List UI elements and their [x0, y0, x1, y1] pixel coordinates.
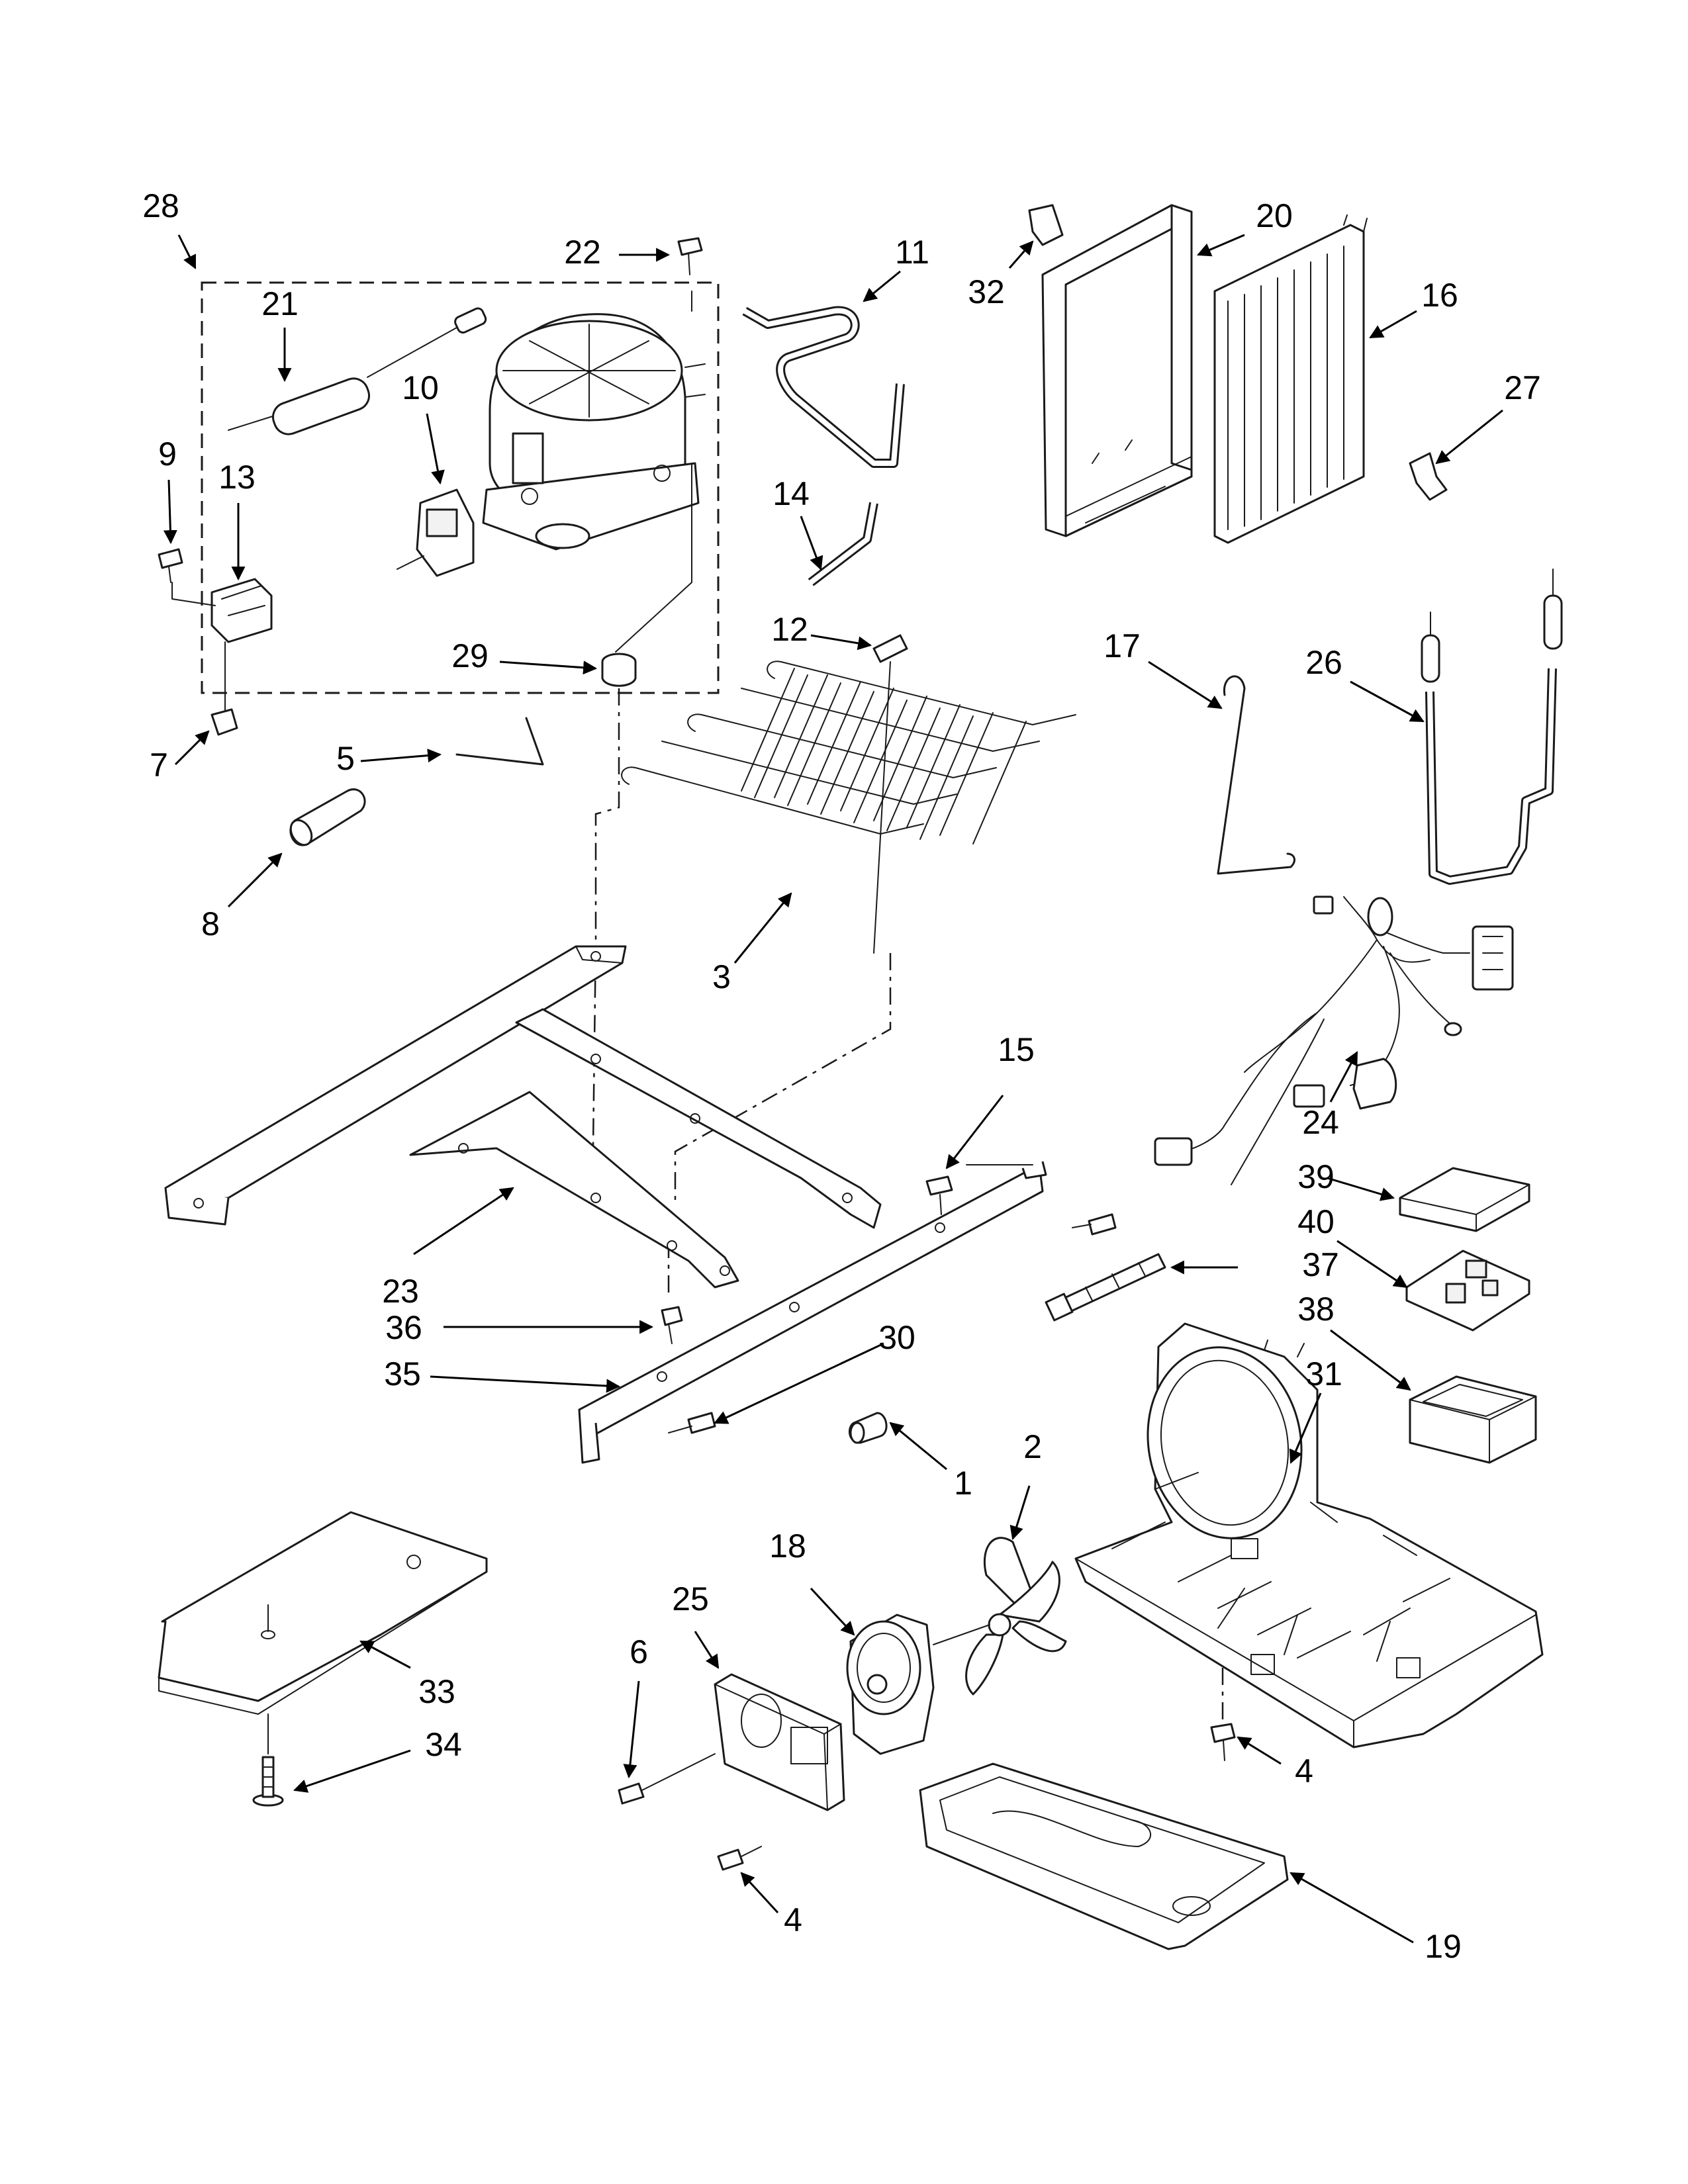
callout-16: 16 — [1421, 277, 1458, 314]
wire-harness[interactable] — [1154, 895, 1514, 1185]
tube-clip[interactable] — [1409, 452, 1448, 501]
mounting-screw[interactable] — [677, 237, 703, 275]
callout-18: 18 — [769, 1527, 806, 1565]
evaporator-clip[interactable] — [872, 634, 908, 663]
callout-3: 3 — [712, 958, 731, 995]
callout-11: 11 — [895, 234, 929, 271]
fan-blade[interactable] — [965, 1537, 1067, 1696]
callout-32: 32 — [968, 273, 1005, 310]
frame-screw[interactable] — [661, 1306, 683, 1344]
fan-motor[interactable] — [846, 1614, 990, 1755]
cable-tie[interactable] — [1045, 1253, 1166, 1322]
discharge-tube[interactable] — [742, 306, 905, 468]
terminal-cap[interactable] — [211, 708, 238, 736]
callout-9: 9 — [158, 435, 177, 473]
evaporator-coil[interactable] — [621, 660, 1076, 954]
screw[interactable] — [158, 548, 183, 583]
callout-8: 8 — [201, 905, 220, 942]
callout-25: 25 — [672, 1580, 709, 1617]
front-rail-screw-right[interactable] — [1072, 1213, 1117, 1236]
rail-screw[interactable] — [925, 1175, 953, 1215]
callout-14: 14 — [773, 475, 810, 512]
callout-23: 23 — [382, 1273, 419, 1310]
callout-29: 29 — [451, 637, 489, 674]
drain-pan[interactable] — [919, 1762, 1289, 1950]
callout-7: 7 — [150, 747, 168, 784]
callout-2: 2 — [1023, 1428, 1042, 1465]
callout-10: 10 — [402, 369, 439, 406]
foam-sleeve[interactable] — [287, 788, 366, 849]
callout-22: 22 — [564, 234, 601, 271]
callout-39: 39 — [1297, 1158, 1335, 1195]
callout-5: 5 — [336, 740, 355, 777]
overload-protector[interactable] — [171, 578, 273, 712]
condenser-shroud[interactable] — [1041, 204, 1193, 537]
leader-arrows — [163, 234, 1503, 1944]
insulation-pad[interactable] — [158, 1511, 488, 1754]
callout-27: 27 — [1504, 369, 1541, 406]
wire-clip[interactable] — [455, 717, 544, 766]
compressor[interactable] — [482, 291, 706, 551]
callout-35: 35 — [384, 1355, 421, 1392]
start-relay[interactable] — [397, 488, 475, 577]
callout-12: 12 — [771, 611, 808, 648]
leveling-foot[interactable] — [252, 1756, 284, 1807]
callout-21: 21 — [261, 285, 299, 322]
callout-4-base: 4 — [1295, 1752, 1313, 1790]
callout-37: 37 — [1302, 1246, 1339, 1283]
callout-13: 13 — [218, 459, 256, 496]
control-board[interactable] — [1405, 1250, 1530, 1332]
callout-31: 31 — [1305, 1355, 1342, 1392]
callout-19: 19 — [1425, 1928, 1462, 1965]
callout-36: 36 — [385, 1309, 422, 1346]
callout-1: 1 — [954, 1465, 972, 1502]
fan-bushing[interactable] — [848, 1412, 888, 1444]
compressor-assembly-group-outline — [201, 281, 720, 694]
callout-6: 6 — [630, 1633, 648, 1670]
callout-4-motor: 4 — [784, 1901, 802, 1938]
callout-20: 20 — [1256, 197, 1293, 234]
grommet[interactable] — [601, 653, 637, 687]
fan-shroud-base[interactable] — [1074, 1322, 1544, 1749]
condenser-clip[interactable] — [1028, 204, 1064, 246]
callout-labels: 28 22 11 32 20 16 27 21 10 9 13 14 12 29… — [142, 187, 1541, 1965]
base-rail-frame[interactable] — [164, 945, 882, 1289]
control-cover[interactable] — [1399, 1167, 1530, 1232]
callout-28: 28 — [142, 187, 179, 224]
alignment-line-compressor — [591, 688, 620, 1199]
callout-26: 26 — [1305, 644, 1342, 681]
front-rail-screw[interactable] — [668, 1412, 716, 1434]
callout-30: 30 — [878, 1319, 915, 1356]
base-screw[interactable] — [1210, 1668, 1236, 1761]
callout-34: 34 — [425, 1726, 462, 1763]
alignment-line-evaporator — [674, 953, 892, 1205]
bracket-screw[interactable] — [618, 1753, 716, 1805]
callout-33: 33 — [418, 1673, 455, 1710]
callout-40: 40 — [1297, 1203, 1335, 1240]
callout-38: 38 — [1297, 1291, 1335, 1328]
wire-hanger[interactable] — [1217, 675, 1295, 875]
front-rail[interactable] — [578, 1161, 1047, 1464]
control-box[interactable] — [1409, 1375, 1537, 1464]
callout-15: 15 — [998, 1031, 1035, 1068]
condenser-coil[interactable] — [1213, 214, 1368, 544]
motor-bracket[interactable] — [714, 1673, 845, 1811]
filter-drier[interactable] — [228, 306, 487, 438]
motor-screw[interactable] — [717, 1846, 762, 1871]
heat-exchanger-tube[interactable] — [1421, 569, 1563, 885]
compressor-tubing-line — [615, 463, 692, 653]
callout-17: 17 — [1103, 627, 1141, 664]
callout-24: 24 — [1302, 1104, 1339, 1141]
